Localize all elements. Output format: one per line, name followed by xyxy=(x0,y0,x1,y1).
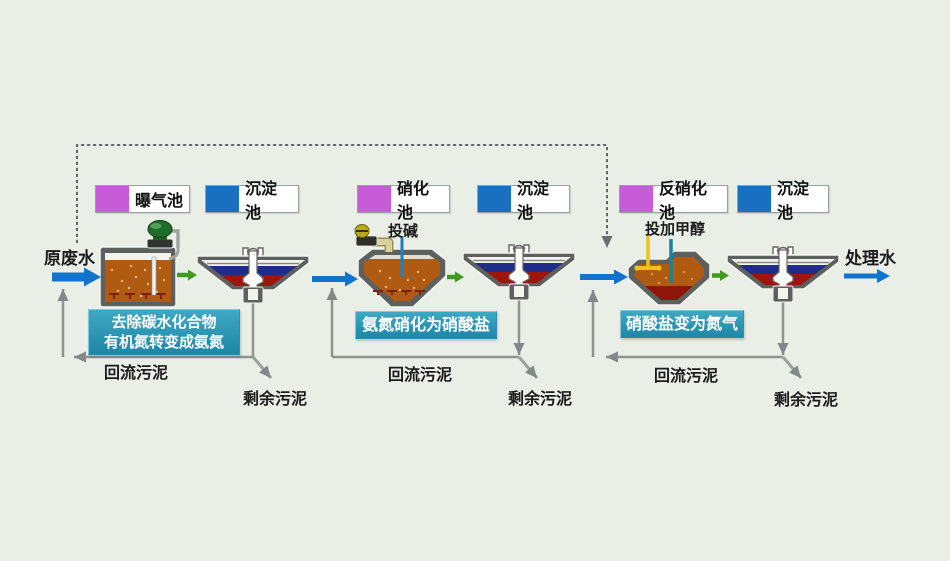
excess-sludge-label-1: 剩余污泥 xyxy=(243,389,308,408)
methanol-feed-label: 投加甲醇 xyxy=(645,220,706,238)
diffusers xyxy=(109,293,166,299)
excess-sludge-label-2: 剩余污泥 xyxy=(508,389,573,408)
legend-aeration-tank: 曝气池 xyxy=(95,185,190,213)
influent-arrow xyxy=(52,267,101,287)
excess-sludge-lines xyxy=(251,356,803,379)
mixer-icon xyxy=(634,234,662,271)
return-sludge-lines xyxy=(57,288,789,363)
excess-sludge-label-3: 剩余污泥 xyxy=(774,390,839,409)
air-pipe-hook xyxy=(168,247,180,261)
diffusers xyxy=(373,290,425,295)
caption-nitrification: 氨氮硝化为硝酸盐 xyxy=(355,311,497,339)
effluent-label: 处理水 xyxy=(845,249,896,269)
bubbles xyxy=(110,264,166,298)
transfer-arrow-2 xyxy=(447,271,464,283)
excess-line-1 xyxy=(251,356,273,379)
caption-line: 有机氮转变成氨氮 xyxy=(103,333,224,351)
legend-nitrification-tank: 硝化池 xyxy=(357,179,450,222)
blower-icon xyxy=(146,220,174,249)
legend-label: 沉淀池 xyxy=(777,179,810,222)
caption-aeration: 去除碳水化合物 有机氮转变成氨氮 xyxy=(88,309,240,355)
excess-line-3 xyxy=(781,356,803,379)
legend-label: 沉淀池 xyxy=(517,179,550,222)
flow-arrow-2 xyxy=(312,271,358,287)
return-sludge-label-2: 回流污泥 xyxy=(388,365,453,384)
settled-sludge-layer xyxy=(645,286,693,300)
legend-swatch-magenta xyxy=(358,186,391,212)
transfer-arrow-1 xyxy=(177,269,197,281)
legend-label: 曝气池 xyxy=(135,191,184,210)
excess-line-2 xyxy=(517,356,539,379)
transfer-arrow-3 xyxy=(712,270,729,281)
transfer-arrows xyxy=(177,269,729,283)
legend-swatch-blue xyxy=(206,186,239,212)
alkali-feed-label: 投碱 xyxy=(388,222,419,240)
legend-denitrification-tank: 反硝化池 xyxy=(619,179,728,222)
air-drop-pipe xyxy=(151,256,157,296)
bubbles xyxy=(650,270,694,285)
clarifier-1 xyxy=(197,248,309,303)
return-sludge-label-1: 回流污泥 xyxy=(104,363,169,382)
legend-swatch-blue xyxy=(478,186,511,212)
legend-label: 沉淀池 xyxy=(245,179,278,222)
influent-label: 原废水 xyxy=(44,249,95,269)
caption-line: 去除碳水化合物 xyxy=(111,313,217,331)
effluent-arrow xyxy=(844,269,890,283)
legend-label: 反硝化池 xyxy=(659,179,708,222)
legend-clarifier-3: 沉淀池 xyxy=(737,179,829,222)
legend-label: 硝化池 xyxy=(397,179,430,222)
bypass-dashed-line xyxy=(76,144,613,248)
pump-icon xyxy=(354,224,394,252)
legend-swatch-blue xyxy=(738,186,771,212)
caption-line: 氨氮硝化为硝酸盐 xyxy=(361,315,490,334)
caption-line: 硝酸盐变为氮气 xyxy=(625,314,738,333)
legend-clarifier-1: 沉淀池 xyxy=(205,179,299,222)
return-sludge-label-3: 回流污泥 xyxy=(654,366,719,385)
flow-arrow-3 xyxy=(580,269,628,285)
clarifier-3 xyxy=(727,247,839,302)
flow-arrows xyxy=(52,267,890,287)
legend-swatch-magenta xyxy=(620,186,653,212)
legend-swatch-magenta xyxy=(96,186,129,212)
legend-clarifier-2: 沉淀池 xyxy=(477,179,570,222)
aeration-tank xyxy=(99,220,180,308)
clarifier-2 xyxy=(463,245,575,300)
denitrification-tank xyxy=(627,250,711,306)
caption-denitrification: 硝酸盐变为氮气 xyxy=(620,310,744,338)
